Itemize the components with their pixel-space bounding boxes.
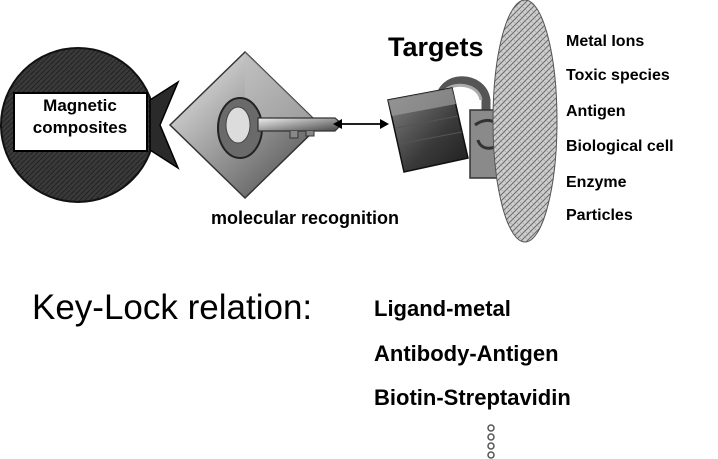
magnetic-label-line1: Magnetic [14, 95, 146, 117]
target-item: Metal Ions [566, 33, 644, 51]
target-item: Antigen [566, 103, 626, 121]
molecular-recognition-label: molecular recognition [211, 208, 399, 229]
target-item: Enzyme [566, 174, 626, 192]
key-lock-title: Key-Lock relation: [32, 288, 312, 328]
target-item: Biological cell [566, 138, 674, 156]
continuation-dots [488, 425, 494, 458]
target-item: Toxic species [566, 67, 670, 85]
targets-title: Targets [388, 32, 484, 63]
target-item: Particles [566, 207, 633, 225]
target-surface [493, 0, 557, 242]
key-icon [150, 52, 342, 198]
key-lock-item: Ligand-metal [374, 296, 511, 322]
recognition-arrow [333, 119, 389, 129]
magnetic-composites-label: Magnetic composites [14, 95, 146, 139]
key-lock-item: Antibody-Antigen [374, 341, 559, 367]
key-lock-item: Biotin-Streptavidin [374, 385, 571, 411]
magnetic-label-line2: composites [14, 117, 146, 139]
